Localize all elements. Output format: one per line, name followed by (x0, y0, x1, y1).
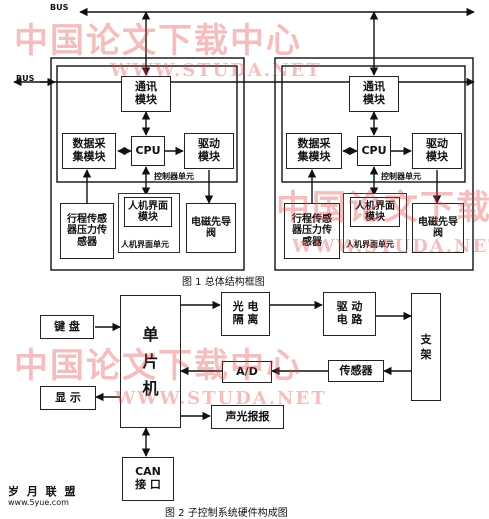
can-interface-block: CAN 接 口 (122, 457, 174, 501)
right-comm-module: 通讯 模块 (349, 76, 399, 112)
right-sensor: 行程传感 器压力传 感器 (284, 203, 340, 259)
figure1-caption: 图 1 总体结构框图 (182, 277, 265, 288)
support-block: 支 架 (411, 293, 441, 401)
keyboard-block: 键 盘 (40, 315, 94, 339)
right-controller-unit-label: 控制器单元 (381, 172, 421, 181)
mcu-block: 单 片 机 (120, 295, 181, 428)
left-hmi-unit-label: 人机界面单元 (121, 240, 169, 249)
bus-label-top: BUS (50, 3, 69, 12)
right-valve: 电磁先导 阀 (412, 203, 464, 253)
display-block: 显 示 (40, 386, 96, 410)
right-drive-module: 驱动 模块 (412, 133, 462, 169)
right-hmi-module: 人机界面 模块 (350, 197, 400, 227)
right-cpu: CPU (357, 136, 391, 166)
left-hmi-module: 人机界面 模块 (124, 197, 172, 227)
left-drive-module: 驱动 模块 (184, 133, 234, 169)
right-hmi-unit-label: 人机界面单元 (346, 240, 394, 249)
drive-circuit-block: 驱 动 电 路 (323, 292, 376, 336)
bus-label-second: BUS (16, 74, 35, 83)
ad-block: A/D (222, 361, 272, 383)
left-cpu: CPU (131, 136, 165, 166)
right-data-acq-module: 数据采 集模块 (286, 133, 342, 169)
left-sensor: 行程传感 器压力传 感器 (60, 203, 114, 259)
figure2-caption: 图 2 子控制系统硬件构成图 (165, 508, 288, 519)
site-logo-cn: 岁 月 联 盟 (8, 485, 78, 498)
alarm-block: 声光报报 (211, 405, 284, 429)
left-comm-module: 通讯 模块 (121, 76, 171, 112)
left-data-acq-module: 数据采 集模块 (62, 133, 116, 169)
site-logo-url: www.5yue.com (8, 498, 69, 507)
opto-isolation-block: 光 电 隔 离 (221, 292, 270, 336)
left-valve: 电磁先导 阀 (186, 203, 236, 253)
sensor-block: 传感器 (328, 360, 384, 382)
left-controller-unit-label: 控制器单元 (154, 172, 194, 181)
